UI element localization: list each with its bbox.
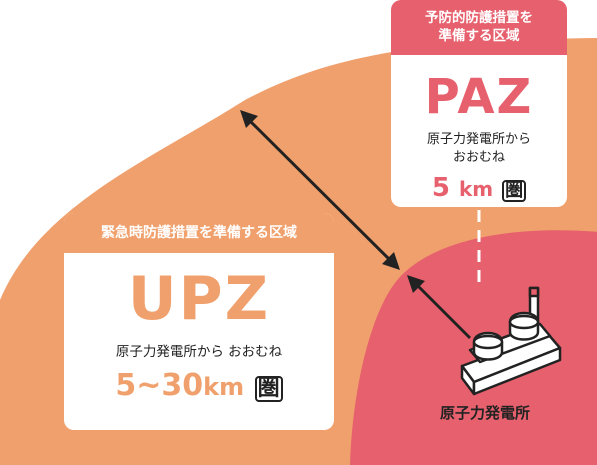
paz-description-line-2: おおむね <box>452 150 505 165</box>
upz-range-unit: km <box>203 373 245 401</box>
paz-range-suffix: 圏 <box>502 180 527 202</box>
paz-header-line-1: 予防的防護措置を <box>425 10 533 26</box>
paz-range: 5 km 圏 <box>391 175 567 202</box>
upz-card-header: 緊急時防護措置を準備する区域 <box>64 213 334 253</box>
upz-card: 緊急時防護措置を準備する区域 UPZ 原子力発電所から おおむね 5~30km … <box>64 213 334 430</box>
upz-range-number: 5~30 <box>115 368 204 403</box>
paz-description: 原子力発電所から おおむね <box>391 131 567 167</box>
paz-range-number: 5 <box>431 173 450 203</box>
upz-range: 5~30km 圏 <box>64 371 334 402</box>
upz-arrow-head-bottom <box>382 252 400 270</box>
paz-distance-arrow <box>413 281 472 340</box>
paz-description-line-1: 原子力発電所から <box>426 132 531 147</box>
paz-title: PAZ <box>424 69 534 125</box>
paz-card: 予防的防護措置を 準備する区域 PAZ 原子力発電所から おおむね 5 km 圏 <box>391 0 567 207</box>
paz-card-header: 予防的防護措置を 準備する区域 <box>391 0 567 55</box>
paz-header-line-2: 準備する区域 <box>438 28 520 44</box>
upz-title: UPZ <box>127 264 271 334</box>
nuclear-plant-label: 原子力発電所 <box>440 404 531 422</box>
nuclear-plant-icon <box>460 286 562 396</box>
paz-range-unit: km <box>458 177 494 201</box>
paz-arrow-head <box>407 275 425 293</box>
upz-distance-arrow <box>244 115 395 265</box>
upz-arrow-head-top <box>240 110 258 128</box>
upz-description: 原子力発電所から おおむね <box>115 344 283 360</box>
upz-range-suffix: 圏 <box>254 376 283 402</box>
